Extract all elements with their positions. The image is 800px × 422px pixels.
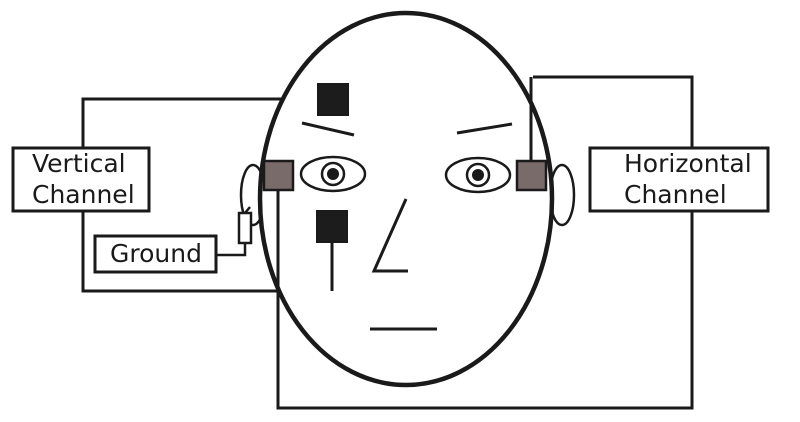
nose (371, 198, 408, 273)
horizontal-channel-label-line1: Horizontal (624, 149, 752, 178)
left-pupil (327, 168, 339, 180)
right-eye (444, 156, 512, 194)
horizontal-channel-box: Horizontal Channel (588, 146, 770, 213)
vertical-channel-label-line1: Vertical (32, 149, 126, 178)
ground-wire (216, 243, 247, 257)
vertical-channel-label-line2: Channel (32, 180, 135, 209)
ground-box: Ground (93, 234, 218, 274)
horizontal-electrode-right (515, 159, 548, 192)
left-eye (299, 155, 367, 193)
ground-electrode (237, 211, 253, 245)
right-eyebrow (456, 122, 513, 135)
horizontal-electrode-left (262, 159, 295, 192)
vertical-electrode-bottom (316, 210, 348, 243)
right-pupil (472, 169, 484, 181)
vertical-electrode-top (317, 83, 349, 116)
left-eyebrow (301, 121, 355, 137)
vertical-channel-box: Vertical Channel (11, 146, 151, 213)
ground-label: Ground (110, 239, 202, 268)
horizontal-channel-label-line2: Channel (624, 180, 727, 209)
vertical-channel-wire-upper (81, 97, 333, 148)
